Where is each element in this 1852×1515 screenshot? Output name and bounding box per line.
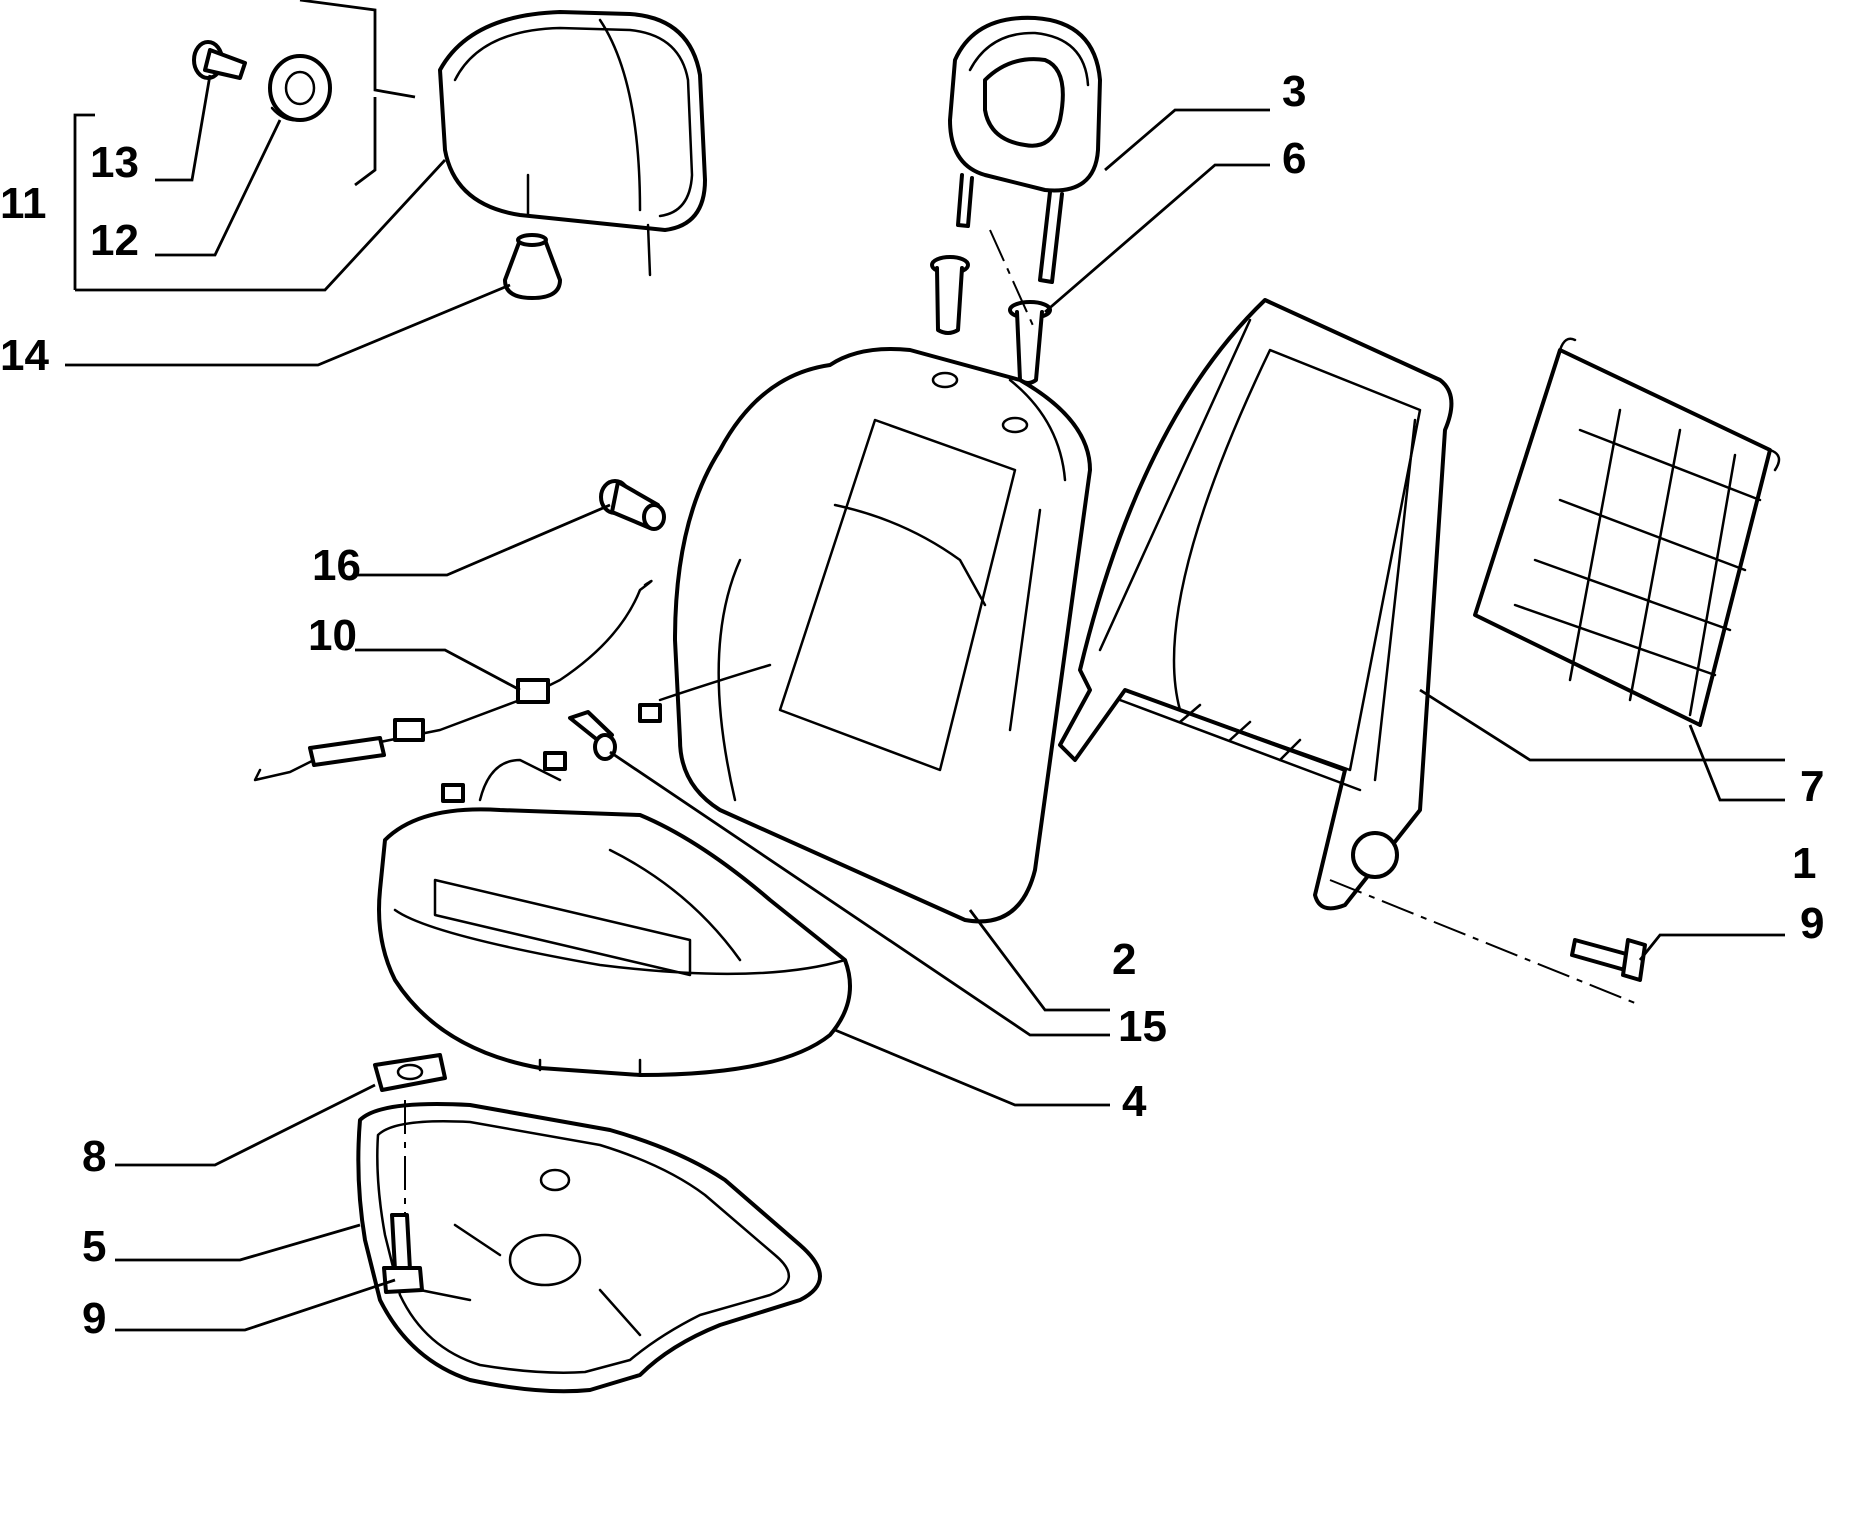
callout-5: 5	[82, 1222, 107, 1271]
bracket-11	[73, 113, 95, 290]
callout-6: 6	[1282, 134, 1307, 183]
callout-2: 2	[1112, 935, 1137, 984]
callout-10: 10	[308, 611, 357, 660]
sleeve-14	[503, 233, 562, 300]
leader-11-top	[75, 159, 447, 292]
leader-15	[609, 750, 1110, 1037]
leader-3	[1104, 108, 1270, 172]
axis-centerline-frame	[1329, 879, 1641, 1006]
callout-12: 12	[90, 216, 139, 265]
nut-plate-8	[373, 1053, 447, 1092]
ring-12	[268, 54, 332, 122]
leader-7	[1688, 724, 1785, 802]
backrest-cushion	[638, 347, 1092, 924]
callout-3: 3	[1282, 67, 1307, 116]
leader-13	[155, 74, 212, 182]
callout-1: 1	[1792, 839, 1817, 888]
leader-10	[355, 648, 521, 692]
leader-16	[355, 503, 611, 577]
screw-15	[568, 710, 617, 761]
leader-1	[1419, 688, 1785, 762]
axis-centerline-headrest	[989, 229, 1036, 331]
backrest-frame	[1058, 298, 1454, 911]
leader-lines	[65, 74, 1785, 1332]
headrest-large	[438, 10, 707, 277]
leader-12	[155, 119, 282, 257]
callout-16: 16	[312, 541, 361, 590]
callout-4: 4	[1122, 1077, 1147, 1126]
bolt-9-right	[1570, 938, 1647, 982]
seat-pan	[356, 1102, 822, 1394]
callout-14: 14	[0, 331, 49, 380]
callout-8: 8	[82, 1132, 107, 1181]
callout-11: 11	[0, 179, 47, 228]
pin-13	[192, 40, 247, 80]
leader-14	[65, 283, 511, 367]
callout-9-bottom: 9	[82, 1294, 107, 1343]
headrest-open	[948, 15, 1102, 284]
leader-8	[115, 1083, 376, 1167]
group-bracket-headrest	[299, 0, 416, 187]
release-cable-10	[253, 579, 653, 782]
callout-7: 7	[1800, 762, 1825, 811]
leader-2	[968, 909, 1110, 1012]
leader-5	[115, 1223, 361, 1262]
callout-9-right: 9	[1800, 899, 1825, 948]
leader-9a	[1638, 933, 1785, 961]
bush-16	[599, 479, 666, 531]
seat-cushion	[377, 751, 852, 1077]
leader-9b	[115, 1278, 396, 1332]
leader-4	[834, 1028, 1110, 1107]
bolt-9-bottom	[382, 1213, 424, 1294]
guide-bush	[930, 255, 970, 335]
guide-6	[1008, 300, 1052, 385]
callout-13: 13	[90, 138, 139, 187]
leader-6	[1044, 163, 1270, 314]
callout-15: 15	[1118, 1002, 1167, 1051]
spring-mat	[1473, 337, 1781, 727]
